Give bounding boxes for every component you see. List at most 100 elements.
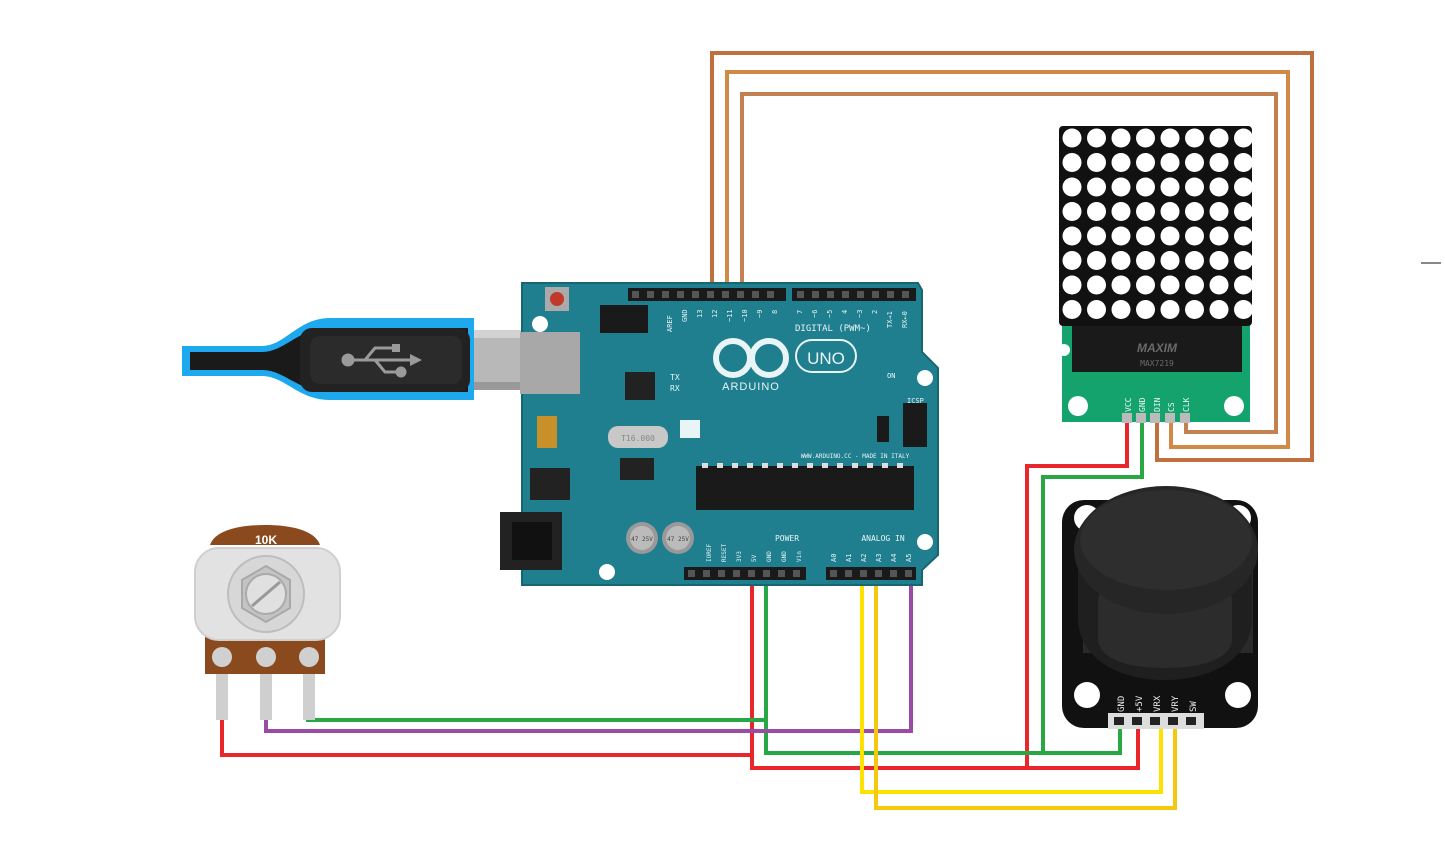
matrix-led — [1087, 128, 1106, 148]
matrix-led — [1087, 177, 1106, 197]
usb-cable — [182, 318, 574, 400]
pin-label: A1 — [845, 554, 853, 562]
arduino-uno-board: AREF GND 13 12 ~11 ~10 ~9 8 7 ~6 ~5 4 ~3… — [500, 282, 939, 586]
tx-label: TX — [670, 373, 680, 382]
matrix-led — [1062, 300, 1082, 319]
matrix-led — [1234, 177, 1253, 197]
pin-label: 2 — [871, 310, 879, 314]
power-label: POWER — [775, 534, 799, 543]
matrix-led — [1111, 153, 1131, 172]
usb-icon — [341, 344, 422, 378]
matrix-led — [1160, 275, 1180, 295]
matrix-led — [1209, 177, 1229, 197]
pin-label: VCC — [1124, 397, 1133, 412]
matrix-led — [1062, 251, 1082, 270]
matrix-display — [1059, 126, 1252, 326]
pin-label: ~9 — [756, 310, 764, 318]
matrix-led — [1185, 128, 1204, 148]
matrix-led — [1136, 275, 1155, 295]
wire-gnd-joystick — [1043, 728, 1122, 755]
pin-label: 5V — [751, 554, 758, 562]
matrix-led — [1136, 153, 1155, 172]
capacitors — [626, 522, 694, 554]
cap-label: 47 25V — [667, 536, 689, 543]
wire-a2-vrx — [860, 575, 1163, 794]
crystal — [608, 426, 668, 448]
potentiometer-label: 10K — [255, 533, 277, 547]
matrix-led — [1160, 300, 1180, 319]
matrix-led — [1234, 202, 1253, 221]
matrix-led — [1160, 128, 1180, 148]
regulator — [620, 458, 654, 480]
chip-part: MAX7219 — [1140, 359, 1174, 368]
digital-header-right — [792, 288, 916, 301]
matrix-led — [1234, 128, 1253, 148]
analog-pin-labels: A0 A1 A2 A3 A4 A5 — [830, 554, 913, 562]
pin-label: GND — [1117, 696, 1127, 712]
matrix-led — [1062, 202, 1082, 221]
pin-label: CS — [1167, 402, 1176, 412]
matrix-led — [1136, 226, 1155, 246]
matrix-led — [1209, 202, 1229, 221]
pin-label: TX→1 — [886, 311, 894, 328]
usb-chip — [625, 372, 655, 400]
matrix-led — [1160, 202, 1180, 221]
pin-label: ~6 — [811, 310, 819, 318]
matrix-pin-labels: VCC GND DIN CS CLK — [1124, 397, 1191, 412]
pin-label: A3 — [875, 554, 883, 562]
cap-label: 47 25V — [631, 536, 653, 543]
pin-label: DIN — [1153, 397, 1162, 412]
matrix-led — [1087, 202, 1106, 221]
matrix-led — [1209, 153, 1229, 172]
pin-label: AREF — [666, 315, 674, 332]
pin-label: IOREF — [706, 544, 713, 562]
matrix-led — [1087, 251, 1106, 270]
matrix-led — [1160, 226, 1180, 246]
analog-label: ANALOG IN — [861, 534, 905, 543]
wire-5v-pot — [220, 720, 752, 757]
matrix-led — [1062, 128, 1082, 148]
matrix-led — [1185, 177, 1204, 197]
matrix-led — [1111, 275, 1131, 295]
joystick-module: GND +5V VRX VRY SW — [1062, 486, 1258, 729]
matrix-led — [1062, 226, 1082, 246]
matrix-led — [1111, 177, 1131, 197]
matrix-led — [1185, 251, 1204, 270]
matrix-led — [1087, 275, 1106, 295]
matrix-led — [1087, 226, 1106, 246]
wire-a5-pot-wiper — [264, 575, 913, 733]
pin-label: ~11 — [726, 309, 734, 322]
matrix-led — [1209, 275, 1229, 295]
pin-label: CLK — [1182, 397, 1191, 412]
pin-label: 7 — [796, 310, 804, 314]
pin-label: 8 — [771, 310, 779, 314]
matrix-led — [1185, 226, 1204, 246]
led-matrix-module: MAXIM MAX7219 VCC GND DIN CS CLK — [1058, 126, 1253, 423]
wires — [220, 51, 1314, 810]
pin-label: GND — [781, 551, 788, 562]
pin-label: A4 — [890, 554, 898, 562]
brand-label: ARDUINO — [722, 381, 780, 393]
fuse — [537, 416, 557, 448]
icsp-header — [903, 403, 927, 447]
pin-label: GND — [681, 309, 689, 322]
matrix-led — [1185, 300, 1204, 319]
crystal-label: T16.000 — [621, 434, 655, 443]
matrix-led — [1136, 251, 1155, 270]
pin-label: RESET — [721, 544, 728, 562]
pin-label: A0 — [830, 554, 838, 562]
matrix-led — [1111, 226, 1131, 246]
wire-d12-to-din — [710, 51, 1314, 462]
wire-gnd-green — [764, 420, 1144, 755]
matrix-led — [1234, 251, 1253, 270]
matrix-led — [1209, 251, 1229, 270]
pin-label: ~10 — [741, 309, 749, 322]
pin-label: +5V — [1135, 695, 1145, 712]
matrix-led — [1234, 153, 1253, 172]
voltage-regulator — [530, 468, 570, 500]
chip-brand: MAXIM — [1137, 341, 1178, 355]
reset-button[interactable] — [550, 292, 564, 306]
matrix-led — [1062, 177, 1082, 197]
power-header — [684, 567, 806, 580]
matrix-led — [1160, 251, 1180, 270]
